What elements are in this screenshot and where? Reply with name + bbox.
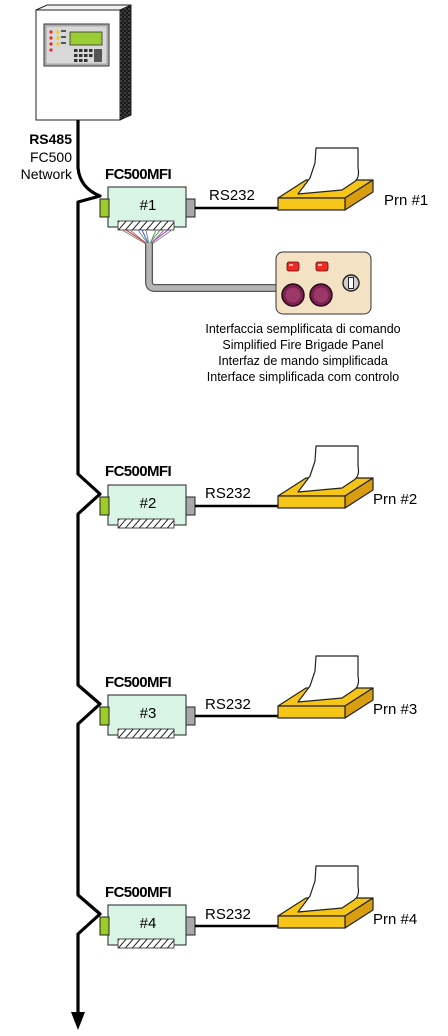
module-title-4: FC500MFI (105, 884, 172, 901)
panel-caption-english: Simplified Fire Brigade Panel (222, 338, 384, 352)
module-unit-2: #2 (139, 495, 157, 512)
rs485-bus-line (76, 120, 102, 1012)
printer-label-4: Prn #4 (373, 911, 418, 928)
fire-brigade-panel (275, 251, 372, 315)
rs232-label-2: RS232 (205, 485, 251, 502)
rs232-label-4: RS232 (205, 906, 251, 923)
panel-caption-portuguese: Interface simplificada com controlo (206, 370, 400, 384)
module-title-1: FC500MFI (105, 166, 172, 183)
module-title-3: FC500MFI (105, 674, 172, 691)
module-unit-3: #3 (139, 705, 157, 722)
printer-1 (277, 147, 374, 211)
printer-2 (277, 445, 374, 509)
panel-caption-italian: Interfaccia semplificata di comando (205, 322, 401, 336)
printer-3 (277, 655, 374, 719)
bus-arrow-head (71, 1012, 85, 1030)
printer-label-3: Prn #3 (373, 701, 418, 718)
rs232-label-1: RS232 (209, 187, 255, 204)
network-label-rs485: RS485 (29, 131, 72, 147)
panel-caption-spanish: Interfaz de mando simplificada (218, 354, 388, 368)
ribbon-cable (121, 229, 284, 292)
module-unit-1: #1 (139, 197, 157, 214)
printer-label-1: Prn #1 (384, 192, 429, 209)
module-title-2: FC500MFI (105, 463, 172, 480)
network-label-fc500: FC500 (29, 149, 72, 165)
printer-label-2: Prn #2 (373, 491, 418, 508)
network-label-network: Network (20, 166, 72, 182)
module-unit-4: #4 (139, 915, 157, 932)
printer-4 (277, 865, 374, 929)
rs232-label-3: RS232 (205, 696, 251, 713)
main-control-panel (35, 4, 132, 121)
